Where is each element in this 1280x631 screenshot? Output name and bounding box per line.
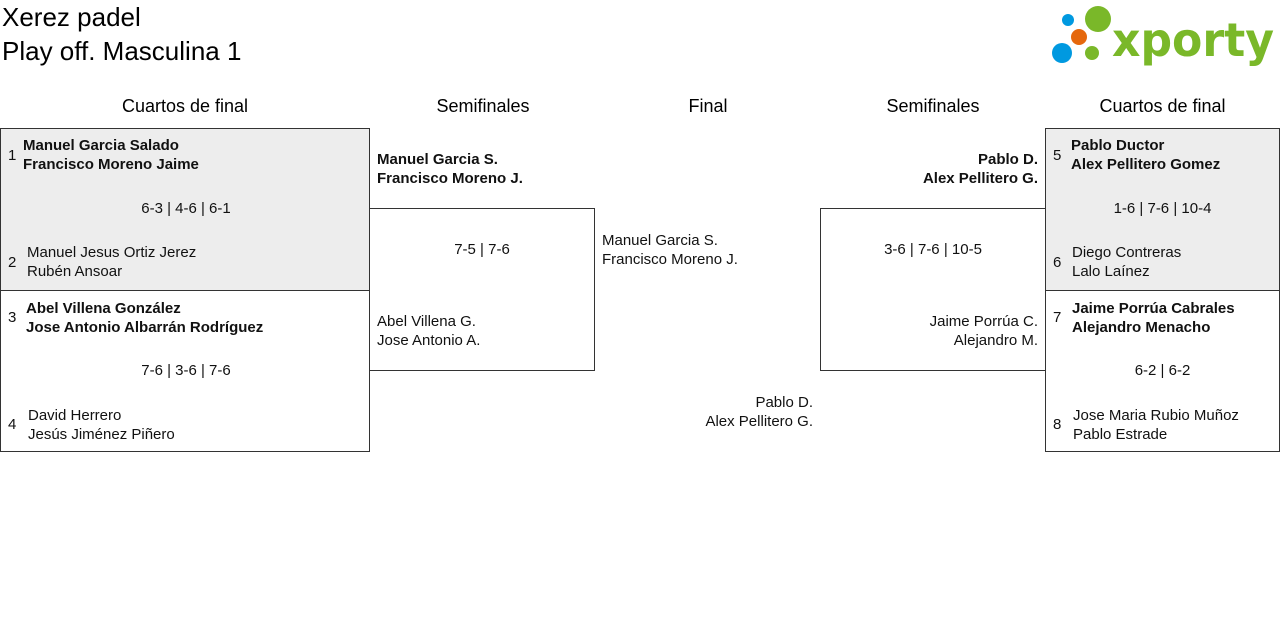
player: Lalo Laínez: [1072, 263, 1150, 280]
team-loser: Abel Villena G. Jose Antonio A.: [377, 312, 480, 350]
player: Abel Villena González: [26, 300, 181, 317]
seed: 2: [8, 254, 17, 271]
seed: 7: [1053, 309, 1062, 326]
player: Jose Antonio Albarrán Rodríguez: [26, 319, 264, 336]
player: Diego Contreras: [1072, 244, 1182, 261]
player: Manuel Garcia Salado: [23, 137, 179, 154]
player: Manuel Garcia S.: [602, 232, 718, 249]
seed: 4: [8, 416, 17, 433]
match-sf-1[interactable]: 7-5 | 7-6 Abel Villena G. Jose Antonio A.: [369, 208, 595, 371]
player: Alejandro M.: [953, 332, 1038, 349]
final-team-b: Pablo D. Alex Pellitero G.: [705, 393, 813, 431]
match-score: 7-6 | 3-6 | 7-6: [141, 362, 231, 379]
seed: 1: [8, 147, 17, 164]
player: Francisco Moreno Jaime: [23, 156, 199, 173]
player: Jaime Porrúa C.: [929, 313, 1038, 330]
tournament-title: Play off. Masculina 1: [2, 36, 242, 66]
player: Jesús Jiménez Piñero: [28, 426, 175, 443]
player: Pablo Estrade: [1073, 426, 1168, 443]
player: Jose Maria Rubio Muñoz: [1073, 407, 1239, 424]
player: Francisco Moreno J.: [377, 170, 523, 187]
player: Alex Pellitero Gomez: [1071, 156, 1221, 173]
seed: 8: [1053, 416, 1062, 433]
svg-text:xporty: xporty: [1112, 13, 1274, 67]
player: Alejandro Menacho: [1072, 319, 1211, 336]
player: Pablo Ductor: [1071, 137, 1165, 154]
round-header-left-sf: Semifinales: [436, 96, 530, 116]
match-score: 7-5 | 7-6: [454, 241, 510, 258]
player: David Herrero: [28, 407, 122, 424]
player: Rubén Ansoar: [27, 263, 123, 280]
match-score: 6-3 | 4-6 | 6-1: [141, 200, 231, 217]
player: Francisco Moreno J.: [602, 251, 738, 268]
match-score: 3-6 | 7-6 | 10-5: [884, 241, 982, 258]
player: Alex Pellitero G.: [922, 170, 1038, 187]
team-loser: Jaime Porrúa C. Alejandro M.: [930, 312, 1038, 350]
player: Manuel Garcia S.: [377, 151, 498, 168]
final-team-a: Manuel Garcia S. Francisco Moreno J.: [602, 231, 738, 269]
player: Abel Villena G.: [377, 313, 476, 330]
player: Pablo D.: [977, 151, 1038, 168]
sf-1-team-winner: Manuel Garcia S. Francisco Moreno J.: [377, 150, 523, 188]
match-sf-2[interactable]: 3-6 | 7-6 | 10-5 Jaime Porrúa C. Alejandr…: [820, 208, 1046, 371]
round-header-final: Final: [688, 96, 728, 116]
round-header-left-qf: Cuartos de final: [121, 96, 249, 116]
seed: 5: [1053, 147, 1062, 164]
player: Pablo D.: [755, 394, 813, 411]
match-score: 1-6 | 7-6 | 10-4: [1113, 200, 1212, 217]
player: Alex Pellitero G.: [705, 413, 813, 430]
xporty-logo: xporty: [1052, 4, 1277, 68]
player: Manuel Jesus Ortiz Jerez: [27, 244, 197, 261]
seed: 3: [8, 309, 17, 326]
seed: 6: [1053, 254, 1062, 271]
match-score: 6-2 | 6-2: [1134, 362, 1191, 379]
club-title: Xerez padel: [2, 2, 141, 32]
round-header-right-sf: Semifinales: [886, 96, 980, 116]
sf-2-team-winner: Pablo D. Alex Pellitero G.: [923, 150, 1038, 188]
round-header-right-qf: Cuartos de final: [1099, 96, 1226, 116]
player: Jose Antonio A.: [377, 332, 481, 349]
player: Jaime Porrúa Cabrales: [1072, 300, 1235, 317]
